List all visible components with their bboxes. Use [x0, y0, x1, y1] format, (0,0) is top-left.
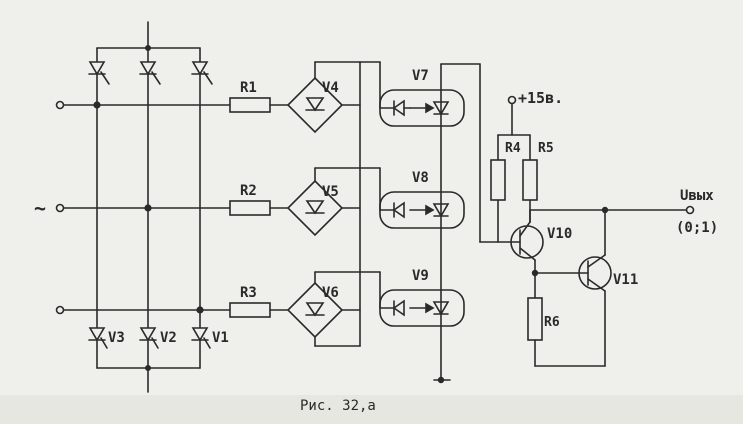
label-v4: V4	[322, 80, 339, 96]
thyristor-top-3	[191, 61, 213, 85]
bridge-bus	[314, 61, 381, 347]
thyristor-top-2	[139, 61, 161, 85]
label-v11: V11	[613, 272, 638, 288]
thyristor-bridge	[93, 21, 204, 393]
label-r3: R3	[240, 285, 257, 301]
label-output: Uвых	[680, 188, 714, 204]
label-supply: +15в.	[518, 89, 563, 107]
figure-caption: Рис. 32,а	[300, 398, 376, 414]
label-v8: V8	[412, 170, 429, 186]
label-v6: V6	[322, 285, 339, 301]
diode-bridge-v6	[286, 271, 361, 347]
label-v1: V1	[212, 330, 229, 346]
transistor-v11	[534, 206, 612, 367]
optocoupler-v8	[379, 191, 465, 229]
thyristor-v2	[139, 327, 159, 349]
label-v10: V10	[547, 226, 572, 242]
label-v9: V9	[412, 268, 429, 284]
thyristor-v3	[88, 327, 108, 349]
transistor-v10	[510, 209, 606, 274]
supply-node	[497, 95, 531, 136]
thyristor-top-1	[88, 61, 110, 85]
optocoupler-v9	[379, 289, 465, 327]
label-output-range: (0;1)	[676, 220, 718, 236]
resistor-r2	[229, 200, 289, 216]
label-v5: V5	[322, 184, 339, 200]
label-v7: V7	[412, 68, 429, 84]
optocoupler-wiring	[379, 61, 513, 384]
label-r6: R6	[544, 315, 560, 330]
diode-bridge-v4	[286, 61, 361, 134]
resistor-r6	[527, 269, 606, 367]
resistor-r1	[229, 97, 289, 113]
label-r1: R1	[240, 80, 257, 96]
diode-bridge-v5	[286, 167, 361, 237]
label-r2: R2	[240, 183, 257, 199]
label-r4: R4	[505, 141, 521, 156]
label-r5: R5	[538, 141, 554, 156]
ac-symbol: ~	[34, 196, 46, 220]
thyristor-v1	[191, 327, 211, 349]
optocoupler-v7	[379, 89, 465, 127]
resistor-r3	[229, 302, 289, 318]
label-v2: V2	[160, 330, 177, 346]
output-terminal	[604, 205, 695, 215]
resistor-r4	[490, 134, 506, 243]
label-v3: V3	[108, 330, 125, 346]
